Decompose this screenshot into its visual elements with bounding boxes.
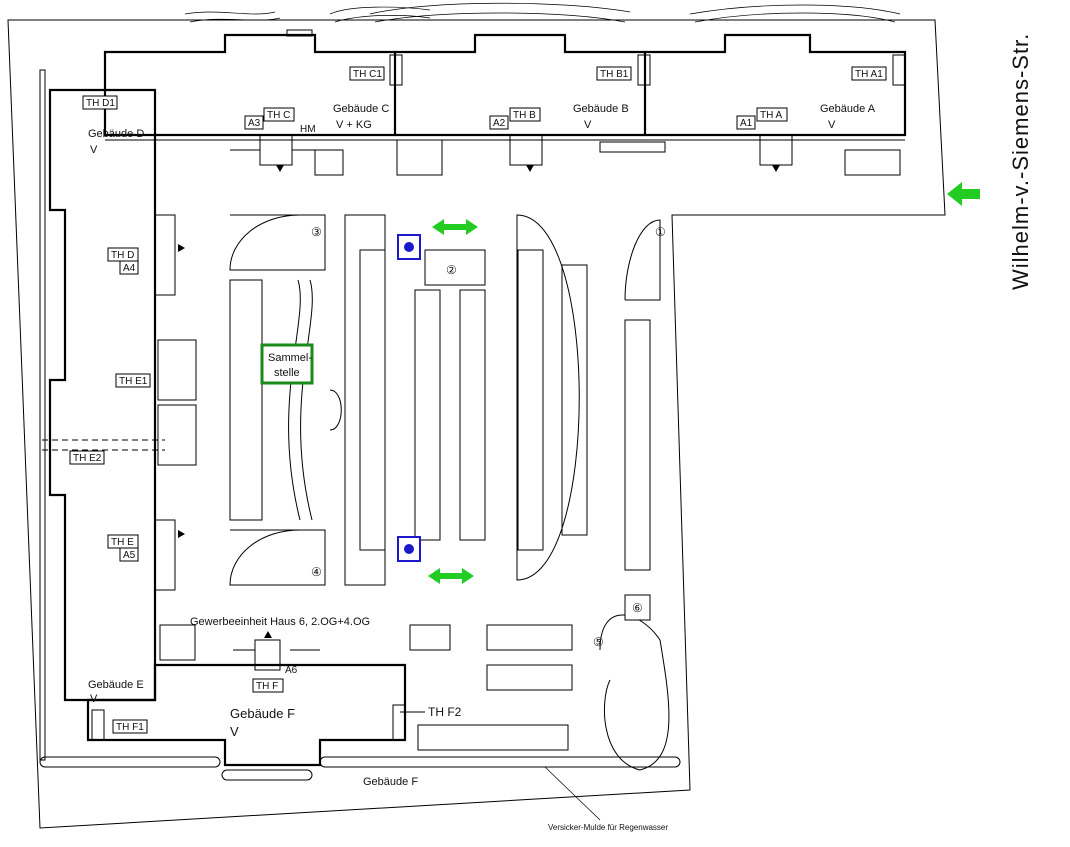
building-d-code: V <box>90 144 98 156</box>
building-b-name: Gebäude B <box>573 103 629 115</box>
building-e-code: V <box>90 693 98 705</box>
building-c-name: Gebäude C <box>333 103 389 115</box>
building-block-abc <box>103 29 907 176</box>
hedge-top <box>184 2 901 23</box>
location-marker-top[interactable] <box>397 234 421 260</box>
th-d1-label: TH D1 <box>86 98 115 109</box>
commercial-unit-label: Gewerbeeinheit Haus 6, 2.OG+4.OG <box>190 616 370 628</box>
zone-2: ② <box>446 263 457 277</box>
building-f-name: Gebäude F <box>230 706 295 721</box>
arrow-left-icon <box>947 182 980 206</box>
th-e2-label: TH E2 <box>73 453 102 464</box>
th-e1-label: TH E1 <box>119 376 148 387</box>
th-a-label: TH A <box>760 110 783 121</box>
stair-c1 <box>389 54 403 86</box>
zone-1: ① <box>655 225 666 239</box>
th-f1-label: TH F1 <box>116 722 144 733</box>
swale-note: Versicker-Mulde für Regenwasser <box>548 823 668 832</box>
building-a-name: Gebäude A <box>820 103 876 115</box>
building-labels: Gebäude C V + KG Gebäude B V Gebäude A V… <box>88 103 876 788</box>
location-marker-bottom[interactable] <box>397 536 421 562</box>
building-block-f <box>86 624 451 767</box>
th-f2-label: TH F2 <box>428 705 462 719</box>
th-e-label: TH E <box>111 537 134 548</box>
th-d-label: TH D <box>111 250 134 261</box>
a6-label: A6 <box>285 665 298 676</box>
double-arrow-icon <box>432 219 478 235</box>
a3-label: A3 <box>248 118 261 129</box>
stair-a1 <box>892 54 906 86</box>
assembly-point: Sammel- stelle <box>260 343 314 385</box>
a1-label: A1 <box>740 118 753 129</box>
th-c-label: TH C <box>267 110 290 121</box>
property-boundary <box>7 19 946 829</box>
building-c-code: V + KG <box>336 119 372 131</box>
building-f-code: V <box>230 724 239 739</box>
hm-label: HM <box>300 124 316 135</box>
building-b-code: V <box>584 119 592 131</box>
stair-labels: TH C1 TH B1 TH A1 TH D1 A3 TH C HM A2 TH… <box>69 66 887 734</box>
zone-6: ⑥ <box>632 601 643 615</box>
a4-label: A4 <box>123 263 136 274</box>
assembly-point-line1: Sammel- <box>268 352 312 364</box>
building-d-name: Gebäude D <box>88 128 144 140</box>
building-e-name: Gebäude E <box>88 679 144 691</box>
a2-label: A2 <box>493 118 506 129</box>
th-b1-label: TH B1 <box>600 69 629 80</box>
zone-4: ④ <box>311 565 322 579</box>
building-a-code: V <box>828 119 836 131</box>
double-arrow-icon <box>428 568 474 584</box>
zone-numbers: ① ② ③ ④ ⑤ ⑥ <box>311 225 666 649</box>
building-f-bottom-label: Gebäude F <box>363 776 418 788</box>
street-name: Wilhelm-v.-Siemens-Str. <box>1008 32 1033 290</box>
stair-b1 <box>637 54 651 86</box>
building-block-de <box>39 69 197 761</box>
th-a1-label: TH A1 <box>855 69 883 80</box>
a5-label: A5 <box>123 550 136 561</box>
entry-arrows <box>178 165 780 638</box>
zone-3: ③ <box>311 225 322 239</box>
th-f-label: TH F <box>256 681 278 692</box>
zone-5: ⑤ <box>593 635 604 649</box>
th-c1-label: TH C1 <box>353 69 382 80</box>
green-area <box>39 614 681 821</box>
th-b-label: TH B <box>513 110 536 121</box>
assembly-point-line2: stelle <box>274 367 300 379</box>
